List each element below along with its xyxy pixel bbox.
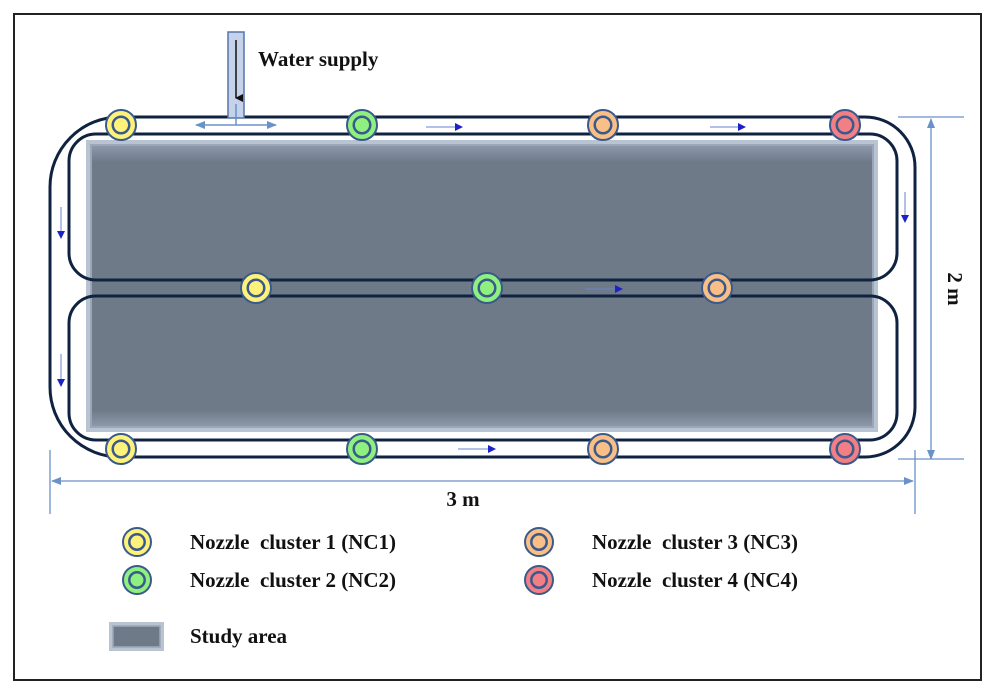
- legend-label-nc1: Nozzle cluster 1 (NC1): [190, 530, 396, 554]
- figure-frame: [13, 13, 982, 681]
- nozzle-clusters: [105, 109, 861, 465]
- legend: Nozzle cluster 1 (NC1) Nozzle cluster 2 …: [109, 527, 798, 651]
- legend-label-study-area: Study area: [190, 624, 288, 648]
- legend-label-nc2: Nozzle cluster 2 (NC2): [190, 568, 396, 592]
- nozzle-nc3-icon: [587, 109, 619, 141]
- nozzle-nc4-icon: [524, 565, 554, 595]
- study-area: [86, 140, 878, 432]
- legend-label-nc3: Nozzle cluster 3 (NC3): [592, 530, 798, 554]
- width-dimension-label: 3 m: [446, 487, 480, 511]
- nozzle-nc2-icon: [346, 109, 378, 141]
- legend-label-nc4: Nozzle cluster 4 (NC4): [592, 568, 798, 592]
- nozzle-nc2-icon: [471, 272, 503, 304]
- nozzle-nc1-icon: [105, 109, 137, 141]
- nozzle-nc1-icon: [122, 527, 152, 557]
- nozzle-nc3-icon: [587, 433, 619, 465]
- legend-study-area-icon: [109, 622, 164, 651]
- nozzle-nc3-icon: [701, 272, 733, 304]
- nozzle-nc4-icon: [829, 109, 861, 141]
- nozzle-nc4-icon: [829, 433, 861, 465]
- height-dimension-label: 2 m: [943, 272, 967, 306]
- nozzle-nc1-icon: [240, 272, 272, 304]
- flow-arrows: [57, 123, 909, 453]
- water-supply-label: Water supply: [258, 47, 379, 71]
- nozzle-nc1-icon: [105, 433, 137, 465]
- nozzle-nc2-icon: [346, 433, 378, 465]
- water-supply-inlet: [195, 31, 277, 129]
- nozzle-nc3-icon: [524, 527, 554, 557]
- inner-lower-pipe: [67, 294, 899, 442]
- dimension-lines: [49, 116, 964, 514]
- nozzle-nc2-icon: [122, 565, 152, 595]
